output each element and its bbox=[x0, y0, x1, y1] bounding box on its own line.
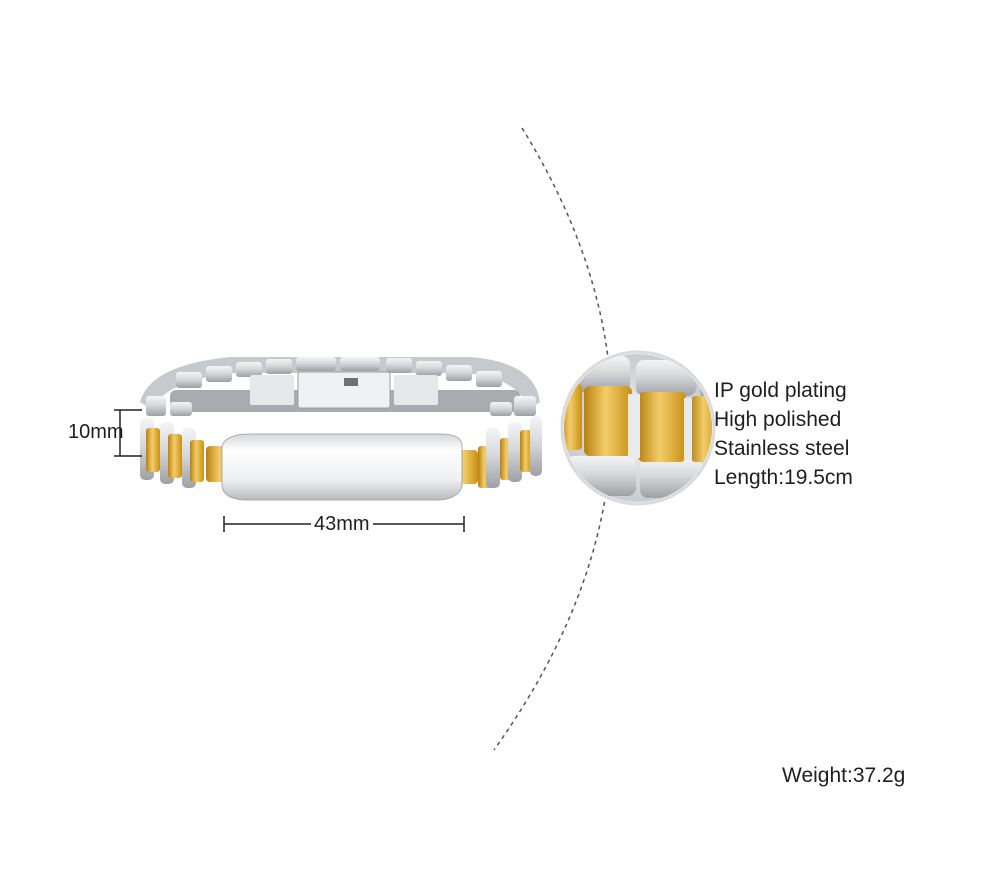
link-closeup-image bbox=[560, 350, 716, 506]
id-plate bbox=[221, 433, 463, 501]
height-dimension-label: 10mm bbox=[68, 421, 124, 443]
feature-list: IP gold plating High polished Stainless … bbox=[714, 376, 894, 492]
feature-item: Stainless steel bbox=[714, 437, 850, 460]
bracelet-back-links bbox=[140, 357, 540, 416]
weight-label: Weight:37.2g bbox=[782, 764, 906, 787]
feature-item: High polished bbox=[714, 408, 842, 431]
feature-item: IP gold plating bbox=[714, 379, 847, 402]
bracelet-front-links bbox=[140, 416, 542, 501]
width-dimension-label: 43mm bbox=[311, 514, 373, 534]
feature-item: Length:19.5cm bbox=[714, 466, 853, 489]
bracelet-image bbox=[140, 357, 542, 501]
height-dimension-marker bbox=[114, 409, 142, 457]
